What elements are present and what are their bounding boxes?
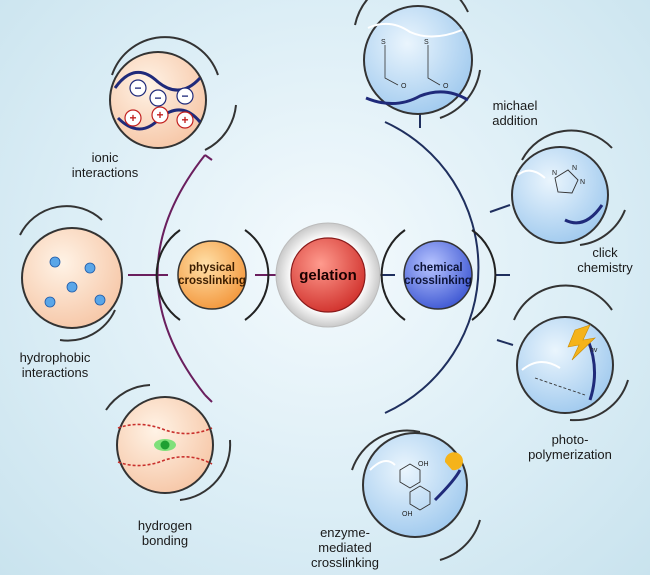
click-node [511, 129, 626, 246]
ionic-plus-3: + [181, 113, 188, 127]
photo-label: photo-polymerization [528, 432, 612, 462]
physical-branch [128, 154, 290, 403]
click-n2: N [572, 165, 577, 172]
michael-o1: O [401, 83, 407, 90]
photo-node [513, 284, 629, 422]
gelation-label: gelation [299, 266, 357, 284]
chemical-arc [384, 121, 480, 414]
physical-line1: physical [188, 262, 236, 274]
michael-s1: S [381, 39, 386, 46]
chemical-line2: crosslinking [404, 275, 472, 287]
gelation-node [290, 237, 366, 313]
enzyme-node [351, 429, 481, 561]
chemical-line1: chemical [413, 262, 463, 274]
ionic-plus-2: + [156, 108, 163, 122]
click-n1: N [552, 170, 557, 177]
ionic-minus-1: − [134, 81, 141, 95]
michael-o2: O [443, 83, 449, 90]
physical-connector-hydrogen [204, 394, 213, 403]
michael-s2: S [424, 39, 429, 46]
hydrophobic-node [19, 205, 123, 342]
chemical-node [403, 240, 473, 310]
chemical-connector-photo [496, 339, 514, 346]
ionic-minus-2: − [154, 91, 161, 105]
chemical-connector-click [489, 204, 511, 213]
ionic-minus-3: − [181, 89, 188, 103]
enzyme-oh1: OH [418, 461, 429, 468]
hydrogen-node [105, 384, 232, 501]
ionic-plus-1: + [129, 111, 136, 125]
ionic-node [109, 36, 237, 151]
photo-hv: hv [590, 347, 598, 354]
enzyme-oh2: OH [402, 511, 413, 518]
physical-connector-ionic [204, 154, 213, 161]
click-n3: N [580, 179, 585, 186]
hub-brackets [155, 229, 497, 321]
physical-node [177, 240, 247, 310]
michael-node [354, 0, 481, 119]
physical-line2: crosslinking [178, 275, 246, 287]
